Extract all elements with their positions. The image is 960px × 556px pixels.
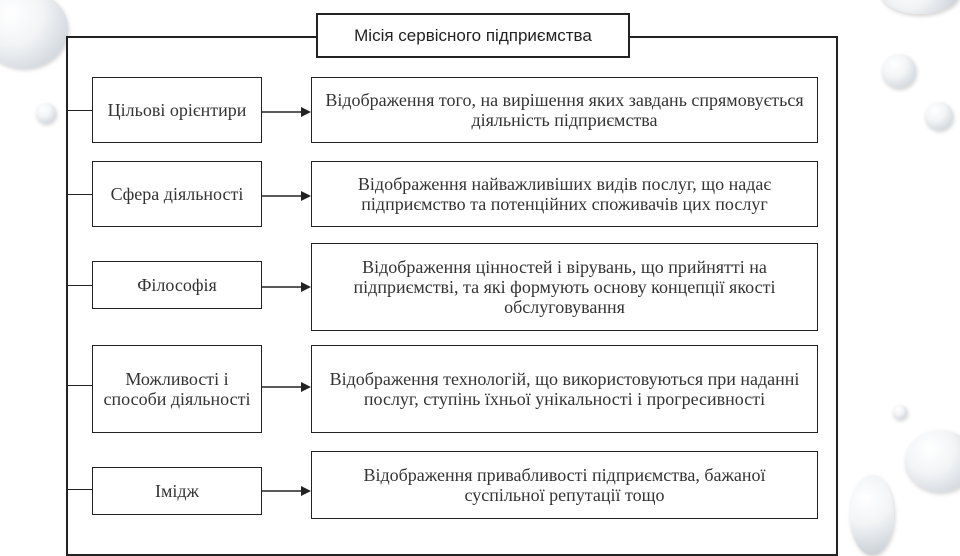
decorative-drop [880, 0, 960, 14]
connector-line [68, 489, 92, 490]
category-box-philosophy: Філософія [92, 261, 262, 309]
decorative-drop [36, 103, 56, 123]
category-box-sphere: Сфера діяльності [92, 161, 262, 227]
decorative-drop [850, 475, 894, 555]
decorative-drop [925, 102, 953, 130]
description-box-sphere: Відображення найважливіших видів послуг,… [311, 161, 818, 227]
decorative-drop [905, 430, 960, 492]
description-box-goals: Відображення того, на вирішення яких зав… [311, 77, 818, 143]
decorative-drop [0, 0, 68, 68]
description-box-philosophy: Відображення цінностей і вірувань, що пр… [311, 243, 818, 331]
description-box-capabilities: Відображення технологій, що використовую… [311, 345, 818, 433]
connector-line [68, 385, 92, 386]
connector-line [68, 110, 92, 111]
connector-line [68, 194, 92, 195]
description-box-image: Відображення привабливості підприємства,… [311, 451, 818, 519]
decorative-drop [882, 54, 916, 88]
category-box-image: Імідж [92, 467, 262, 515]
category-box-capabilities: Можливості і способи діяльності [92, 345, 262, 433]
diagram-title: Місія сервісного підприємства [316, 13, 630, 58]
decorative-drop [893, 405, 907, 419]
connector-line [68, 285, 92, 286]
category-box-goals: Цільові орієнтири [92, 77, 262, 143]
